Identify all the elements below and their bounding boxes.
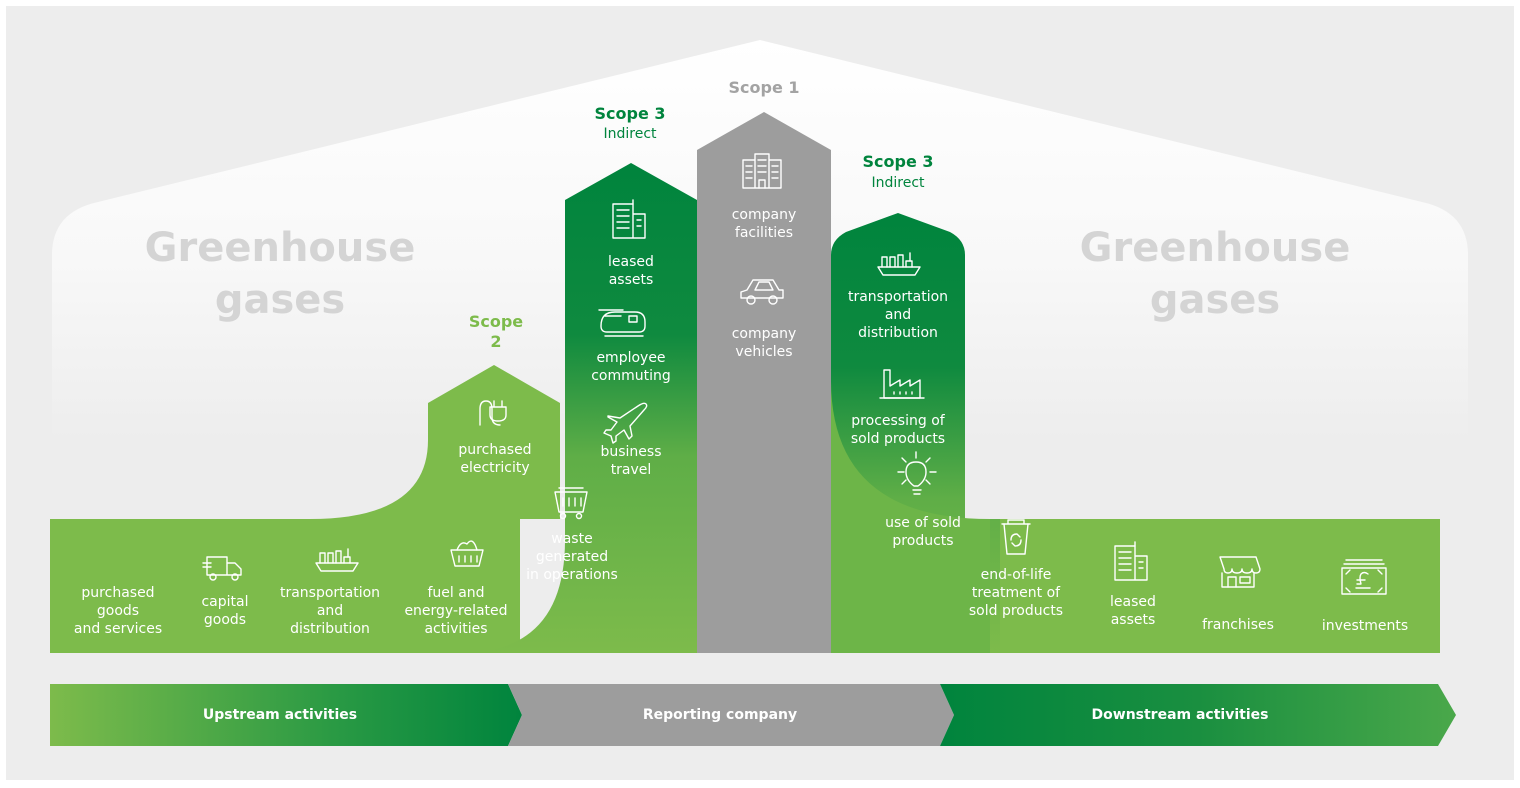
plane-icon xyxy=(603,402,648,444)
building-icon-downstream xyxy=(1114,541,1148,581)
scope3-downstream-subtitle: Indirect xyxy=(871,175,925,191)
shopfront-icon xyxy=(1219,556,1261,588)
scope3-upstream-title: Scope 3 xyxy=(594,104,666,123)
coal-cart-icon xyxy=(450,540,484,567)
scope1-title: Scope 1 xyxy=(728,78,800,97)
truck-icon xyxy=(202,556,242,581)
scope2-shape xyxy=(310,365,560,519)
upstream-arrow xyxy=(50,684,522,746)
downstream-investments: investments xyxy=(1321,618,1409,634)
upstream-activities-label: Upstream activities xyxy=(202,707,358,723)
downstream-franchises: franchises xyxy=(1202,617,1274,633)
scope3-upstream-shape xyxy=(460,163,697,653)
banknote-icon xyxy=(1341,559,1387,595)
ship-icon-downstream xyxy=(877,252,921,276)
downstream-band xyxy=(980,519,1440,653)
office-building-icon xyxy=(742,153,782,189)
building-icon xyxy=(612,199,646,239)
ship-icon xyxy=(315,548,359,572)
scope3-downstream-curve xyxy=(831,380,990,653)
downstream-arrow xyxy=(940,684,1456,746)
train-icon xyxy=(598,309,646,337)
scope3-upstream-subtitle: Indirect xyxy=(603,126,657,142)
upstream-band xyxy=(50,519,520,653)
scope3-downstream-title: Scope 3 xyxy=(862,152,934,171)
skip-bin-icon xyxy=(554,487,588,520)
recycle-bin-icon xyxy=(1001,519,1031,555)
scope1-shape xyxy=(697,112,831,653)
reporting-arrow xyxy=(508,684,954,746)
downstream-activities-label: Downstream activities xyxy=(1091,707,1269,723)
car-icon xyxy=(740,279,784,305)
plug-icon xyxy=(479,400,507,426)
reporting-company-label: Reporting company xyxy=(642,707,798,723)
factory-icon xyxy=(879,369,925,399)
lightbulb-icon xyxy=(897,451,937,495)
